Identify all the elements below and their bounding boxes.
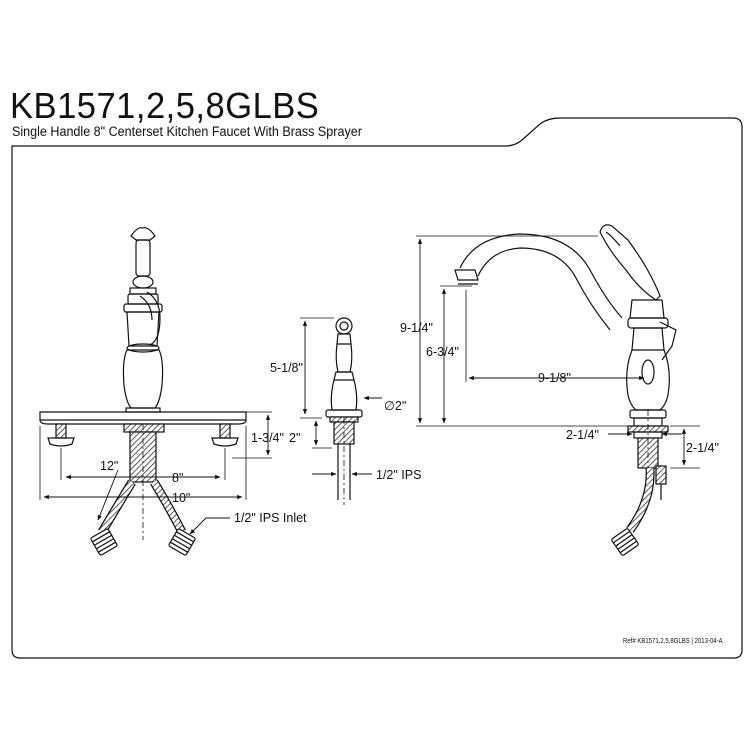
dim-inlet: 1/2" IPS Inlet: [234, 511, 307, 525]
dim-spout-height: 6-3/4": [426, 345, 459, 359]
model-title: KB1571,2,5,8GLBS: [10, 85, 320, 126]
side-view: [416, 224, 700, 556]
dim-overall-height: 9-1/4": [400, 321, 433, 335]
dim-base-right: 2-1/4": [686, 441, 719, 455]
dim-spout-reach: 9-1/8": [538, 371, 571, 385]
dim-sprayer-height: 5-1/8": [270, 361, 303, 375]
dim-base-left: 2-1/4": [566, 428, 599, 442]
drawing-frame: [11, 117, 743, 659]
dim-shank-length: 1-3/4": [251, 431, 284, 445]
sprayer-view: [300, 317, 382, 505]
front-view: [39, 227, 272, 556]
product-description: Single Handle 8" Centerset Kitchen Fauce…: [12, 124, 362, 139]
dim-sprayer-connection: 1/2" IPS: [376, 468, 421, 482]
dim-sprayer-diameter: ∅2": [384, 399, 406, 413]
dim-deck-to-end: 12": [100, 459, 118, 473]
dim-center-spacing: 8": [172, 471, 183, 485]
dim-plate-width: 10": [172, 491, 190, 505]
dim-sprayer-shank: 2": [289, 431, 300, 445]
reference-number: Ref# KB1571,2,5,8GLBS | 2013-04-A: [623, 636, 723, 645]
